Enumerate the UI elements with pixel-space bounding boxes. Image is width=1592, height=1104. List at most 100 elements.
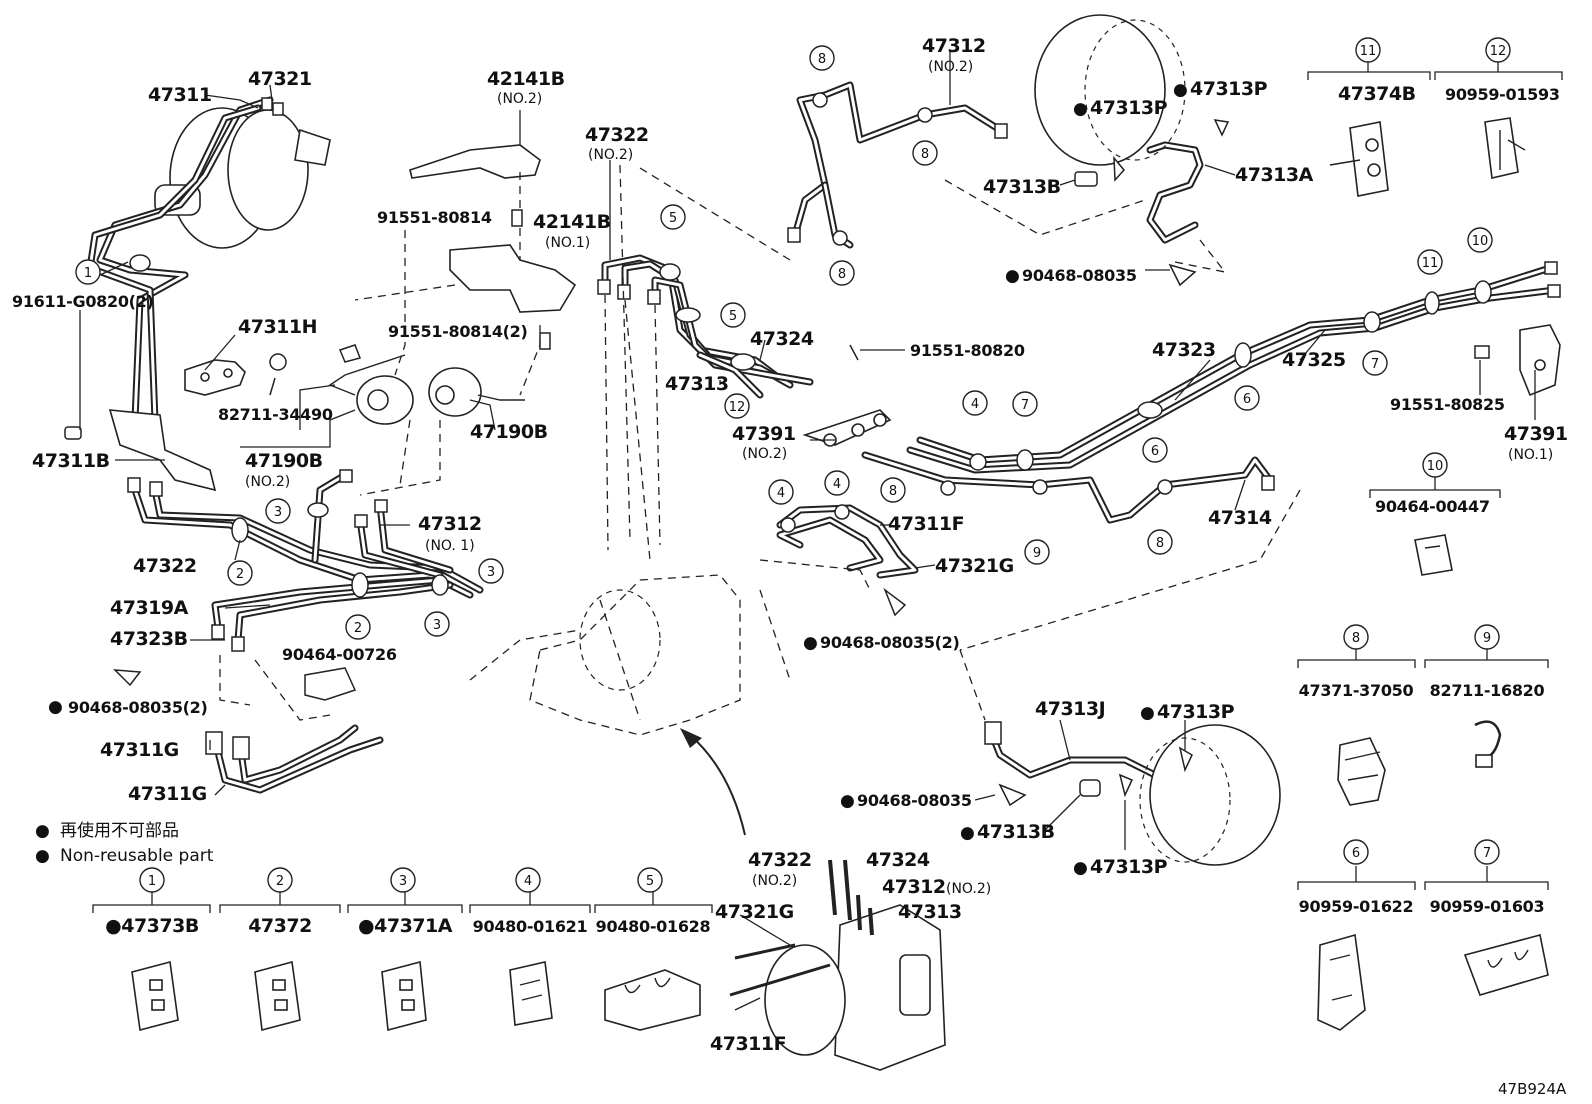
clip-3-part-label: ●47371A — [358, 915, 453, 937]
callout-6: 6 — [1142, 437, 1168, 463]
label-47391-no1: 47391 — [1504, 423, 1568, 445]
callout-number: 4 — [777, 486, 785, 501]
legend-en-text: Non-reusable part — [60, 846, 214, 866]
label-inset-47312: 47312 — [882, 876, 946, 898]
callout-number: 2 — [236, 567, 244, 582]
legend-jp-text: 再使用不可部品 — [60, 820, 179, 841]
leader-lines — [219, 164, 1301, 721]
clip-8-part-label: 47371-37050 — [1299, 681, 1414, 700]
callout-8: 8 — [829, 260, 855, 286]
label-47313B-bottom: 47313B — [977, 821, 1055, 843]
legend: ● 再使用不可部品 ● Non-reusable part — [35, 820, 214, 866]
clip-3-drawing — [381, 960, 427, 1032]
callout-number: 1 — [84, 266, 92, 281]
callout-8: 8 — [1343, 624, 1369, 650]
label-47313P-b: 47313P — [1190, 78, 1268, 100]
valve-47190B — [428, 367, 525, 417]
callout-10: 10 — [1422, 452, 1448, 478]
label-91551-80814-2: 91551-80814(2) — [388, 322, 528, 341]
label-47325: 47325 — [1282, 349, 1346, 371]
callout-number: 9 — [1483, 631, 1491, 646]
callout-number: 12 — [729, 400, 746, 415]
label-91551-80820: 91551-80820 — [910, 341, 1025, 360]
label-47313A: 47313A — [1235, 164, 1314, 186]
label-47311F: 47311F — [888, 513, 964, 535]
label-91611: 91611-G0820(2) — [12, 292, 154, 311]
label-47312-no2: 47312 — [922, 35, 986, 57]
callout-number: 4 — [833, 477, 841, 492]
valve-47190B-no2 — [328, 354, 414, 425]
callout-4: 4 — [768, 479, 794, 505]
callout-number: 8 — [838, 267, 846, 282]
label-47313P-d-bullet: ● — [1073, 858, 1088, 878]
label-inset-47322-sub: (NO.2) — [752, 873, 797, 889]
label-90468-bottom: 90468-08035 — [857, 791, 972, 810]
label-47314: 47314 — [1208, 507, 1272, 529]
brake-booster — [154, 107, 331, 249]
callout-number: 10 — [1472, 234, 1489, 249]
callout-number: 3 — [399, 874, 407, 889]
callout-6: 6 — [1234, 385, 1260, 411]
callout-9: 9 — [1474, 624, 1500, 650]
callout-3: 3 — [390, 867, 416, 893]
label-82711-34490: 82711-34490 — [218, 405, 333, 424]
callout-1: 1 — [139, 867, 165, 893]
callout-2: 2 — [227, 560, 253, 586]
callout-8: 8 — [912, 140, 938, 166]
callout-3: 3 — [424, 611, 450, 637]
callout-10: 10 — [1467, 227, 1493, 253]
label-47391-no1-sub: (NO.1) — [1508, 447, 1553, 463]
clip-12-drawing — [1484, 117, 1526, 179]
label-47391-no2-sub: (NO.2) — [742, 446, 787, 462]
callout-number: 10 — [1427, 459, 1444, 474]
callout-number: 4 — [524, 874, 532, 889]
clip-9-part-label: 82711-16820 — [1430, 681, 1545, 700]
clip-11-drawing — [1329, 121, 1389, 197]
bracket-47311B — [108, 409, 217, 492]
bracket-42141B-no2 — [409, 144, 541, 179]
callout-number: 8 — [1156, 536, 1164, 551]
label-47313P-c-bullet: ● — [1140, 703, 1155, 723]
callout-number: 3 — [274, 505, 282, 520]
label-47323B: 47323B — [110, 628, 188, 650]
label-47374B: 47374B — [1338, 83, 1416, 105]
label-47313P-b-bullet: ● — [1173, 80, 1188, 100]
callout-4: 4 — [962, 390, 988, 416]
label-47311H: 47311H — [238, 316, 317, 338]
callout-number: 2 — [276, 874, 284, 889]
callout-4: 4 — [824, 470, 850, 496]
bracket-42141B-no1 — [449, 244, 577, 313]
callout-7: 7 — [1012, 391, 1038, 417]
clip-4-drawing — [509, 961, 553, 1026]
callout-5: 5 — [720, 302, 746, 328]
clip-4-part-label: 90480-01621 — [473, 917, 588, 936]
callout-number: 2 — [354, 621, 362, 636]
callout-number: 7 — [1021, 398, 1029, 413]
label-47313B-top: 47313B — [983, 176, 1061, 198]
figure-code: 47B924A — [1498, 1080, 1567, 1098]
label-90464-00447: 90464-00447 — [1375, 497, 1490, 516]
callout-11: 11 — [1355, 37, 1381, 63]
label-47312-no2-sub: (NO.2) — [928, 59, 973, 75]
label-47322-top: 47322 — [585, 124, 649, 146]
callout-3: 3 — [478, 558, 504, 584]
label-90468-left: 90468-08035(2) — [68, 698, 208, 717]
label-47323: 47323 — [1152, 339, 1216, 361]
label-47322-left: 47322 — [133, 555, 197, 577]
label-90468-top-bullet: ● — [1005, 266, 1020, 286]
callout-2: 2 — [267, 867, 293, 893]
label-inset-47312-sub: (NO.2) — [946, 881, 991, 897]
label-90468-bottom-bullet: ● — [840, 791, 855, 811]
callout-number: 1 — [148, 874, 156, 889]
label-47190B-no2-sub: (NO.2) — [245, 474, 290, 490]
brake-lines — [86, 81, 1559, 794]
clip-5-drawing — [604, 969, 701, 1031]
bracket-47391-no1 — [1519, 324, 1561, 397]
clip-1-drawing — [131, 960, 179, 1032]
clip-47311H — [184, 359, 246, 396]
callout-number: 5 — [646, 874, 654, 889]
label-47313P-d: 47313P — [1090, 856, 1168, 878]
callout-number: 12 — [1490, 44, 1507, 59]
label-47324: 47324 — [750, 328, 814, 350]
